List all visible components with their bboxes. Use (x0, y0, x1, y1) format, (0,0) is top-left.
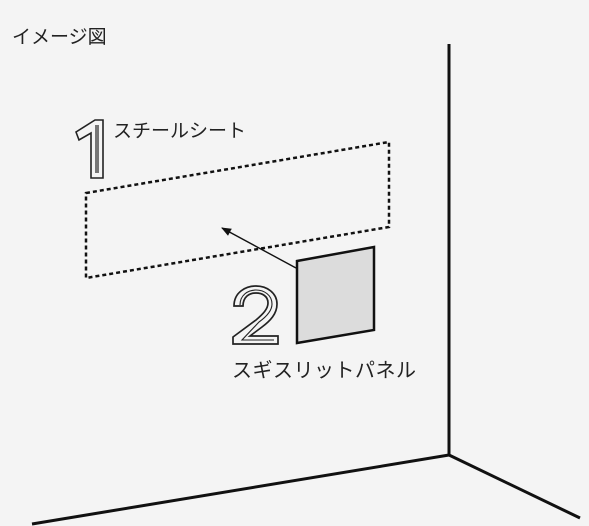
figure-caption: イメージ図 (12, 26, 107, 48)
floor-right-line (448, 453, 581, 520)
slit-panel-shape (295, 245, 376, 345)
steel-sheet-outline (84, 140, 391, 280)
steel-sheet-label: スチールシート (113, 120, 247, 142)
slit-panel-label: スギスリットパネル (232, 358, 417, 382)
number-1-mark (75, 119, 104, 179)
placement-arrow (221, 227, 297, 269)
floor-left-line (31, 453, 450, 526)
number-2-mark (232, 285, 279, 345)
